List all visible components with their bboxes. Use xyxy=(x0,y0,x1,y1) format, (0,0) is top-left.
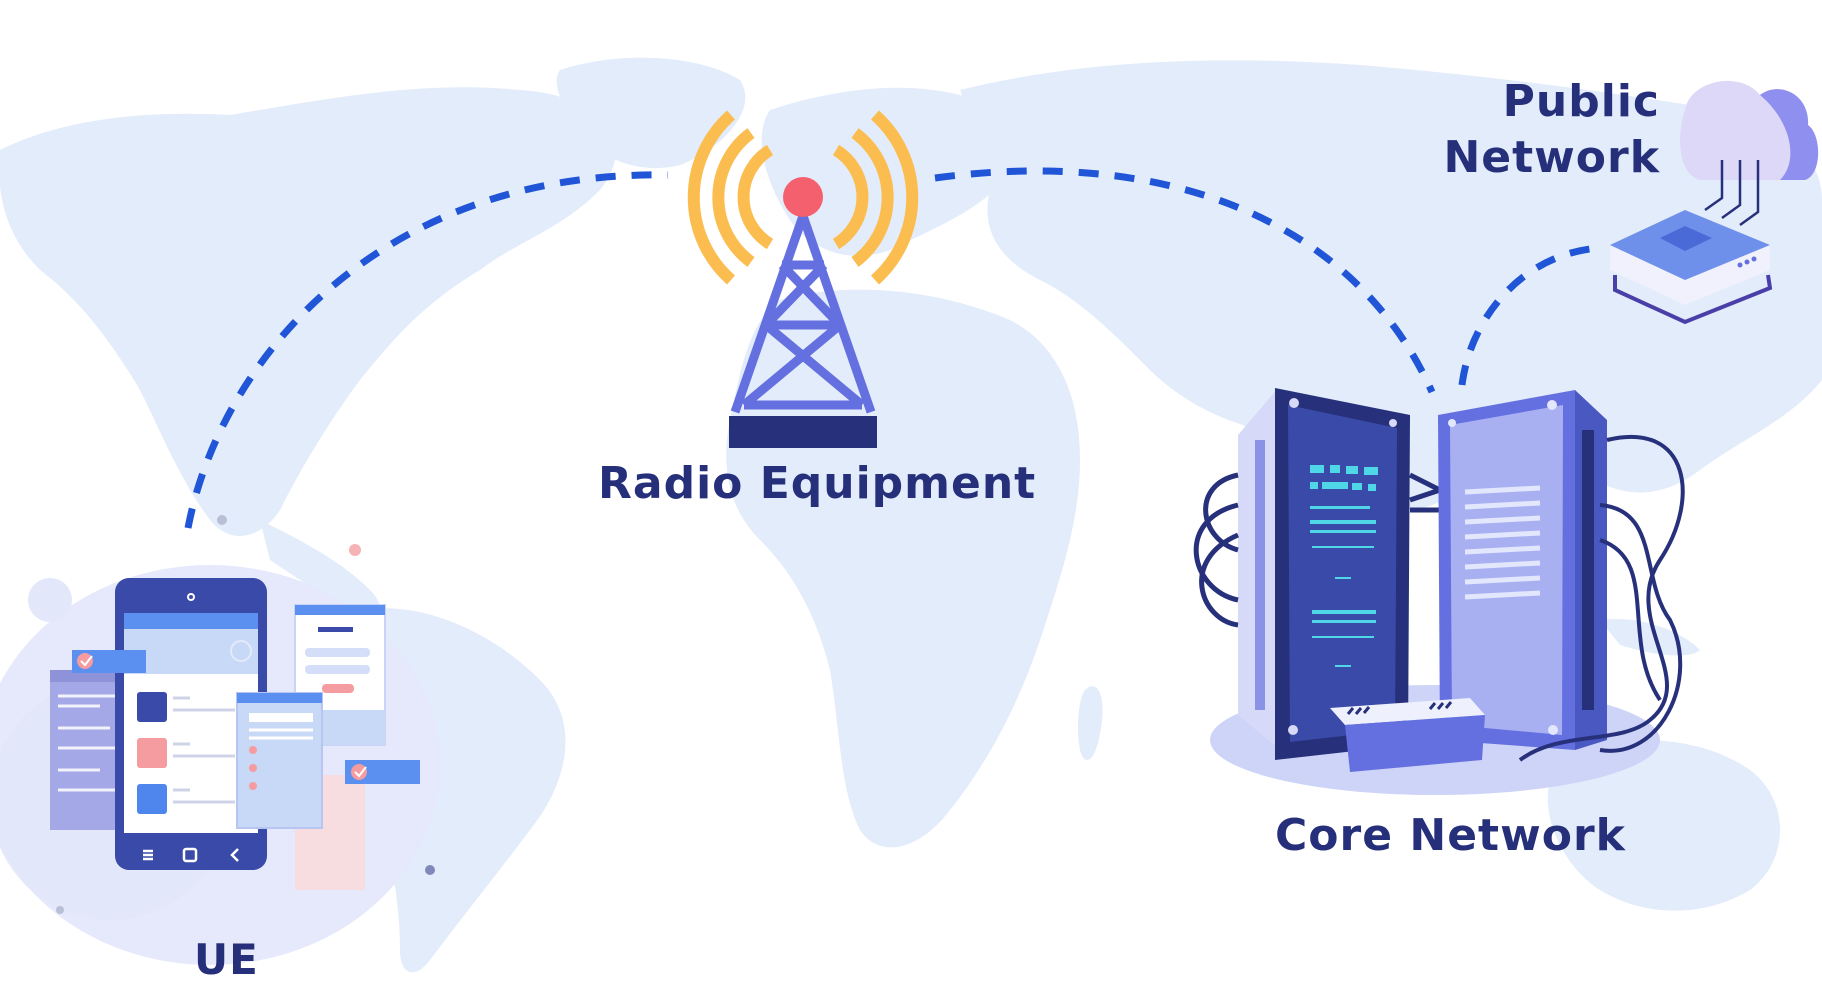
server-rack-icon xyxy=(1193,388,1685,795)
link-ue-to-radio xyxy=(184,171,669,529)
radio-tower-icon xyxy=(687,110,919,448)
ue-label: UE xyxy=(194,935,259,984)
radio-equipment-label: Radio Equipment xyxy=(598,458,1037,509)
cloud-router-icon xyxy=(1610,80,1819,325)
core-network-label: Core Network xyxy=(1275,810,1626,861)
dashed-links xyxy=(184,167,1599,529)
smartphone-app-screens-icon xyxy=(0,515,440,965)
public-network-label: Public Network xyxy=(1443,74,1660,186)
public-network-label-line2: Network xyxy=(1443,132,1660,183)
link-core-to-public xyxy=(1458,244,1599,386)
public-network-label-line1: Public xyxy=(1502,76,1660,127)
link-radio-to-core xyxy=(934,167,1436,394)
